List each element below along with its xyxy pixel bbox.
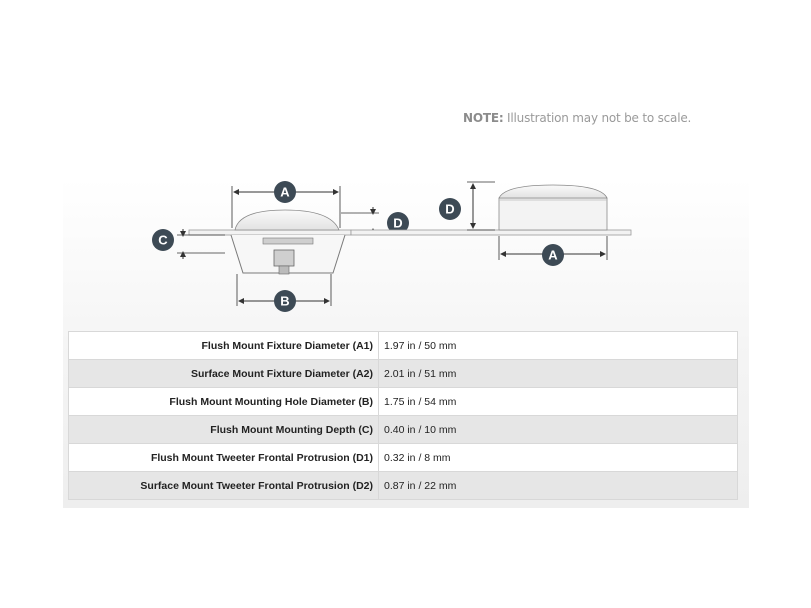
flush-b-badge (274, 290, 296, 312)
table-row: Flush Mount Mounting Depth (C) 0.40 in /… (68, 415, 738, 444)
flush-mounting-surface (188, 229, 352, 236)
surface-d-badge-label: D (445, 202, 454, 217)
surface-mounting-surface (350, 229, 632, 236)
spec-value: 2.01 in / 51 mm (378, 359, 738, 388)
spec-table: Flush Mount Fixture Diameter (A1) 1.97 i… (68, 331, 738, 500)
table-row: Surface Mount Fixture Diameter (A2) 2.01… (68, 359, 738, 388)
flush-connector-block (262, 237, 314, 245)
spec-label: Flush Mount Tweeter Frontal Protrusion (… (68, 443, 379, 472)
table-row: Flush Mount Mounting Hole Diameter (B) 1… (68, 387, 738, 416)
scale-note: NOTE: Illustration may not be to scale. (463, 111, 691, 125)
spec-label: Flush Mount Mounting Depth (C) (68, 415, 379, 444)
flush-dome (234, 209, 340, 231)
note-label: NOTE: (463, 111, 504, 125)
flush-d-badge (387, 212, 409, 234)
surface-dome (498, 184, 608, 199)
flush-mount-nut (278, 265, 290, 275)
spec-label: Surface Mount Tweeter Frontal Protrusion… (68, 471, 379, 500)
surface-a-badge (542, 244, 564, 266)
flush-mount-stud (273, 249, 295, 267)
spec-value: 1.97 in / 50 mm (378, 331, 738, 360)
spec-value: 0.32 in / 8 mm (378, 443, 738, 472)
spec-label: Surface Mount Fixture Diameter (A2) (68, 359, 379, 388)
flush-d-badge-label: D (393, 216, 402, 231)
flush-b-badge-label: B (280, 294, 289, 309)
table-row: Flush Mount Tweeter Frontal Protrusion (… (68, 443, 738, 472)
flush-c-badge (152, 229, 174, 251)
flush-a-badge-label: A (280, 185, 290, 200)
note-text: Illustration may not be to scale. (503, 111, 692, 125)
spec-value: 0.87 in / 22 mm (378, 471, 738, 500)
diagram-drawing: A B C D (152, 181, 632, 312)
spec-label: Flush Mount Mounting Hole Diameter (B) (68, 387, 379, 416)
surface-mount-view: D A (350, 181, 632, 266)
surface-a-badge-label: A (548, 248, 558, 263)
spec-label: Flush Mount Fixture Diameter (A1) (68, 331, 379, 360)
table-row: Flush Mount Fixture Diameter (A1) 1.97 i… (68, 331, 738, 360)
flush-c-badge-label: C (158, 233, 168, 248)
flush-mount-view: A B C D (152, 181, 409, 312)
surface-d-badge (439, 198, 461, 220)
table-row: Surface Mount Tweeter Frontal Protrusion… (68, 471, 738, 500)
flush-a-badge (274, 181, 296, 203)
spec-value: 1.75 in / 54 mm (378, 387, 738, 416)
spec-value: 0.40 in / 10 mm (378, 415, 738, 444)
surface-body (498, 197, 608, 231)
